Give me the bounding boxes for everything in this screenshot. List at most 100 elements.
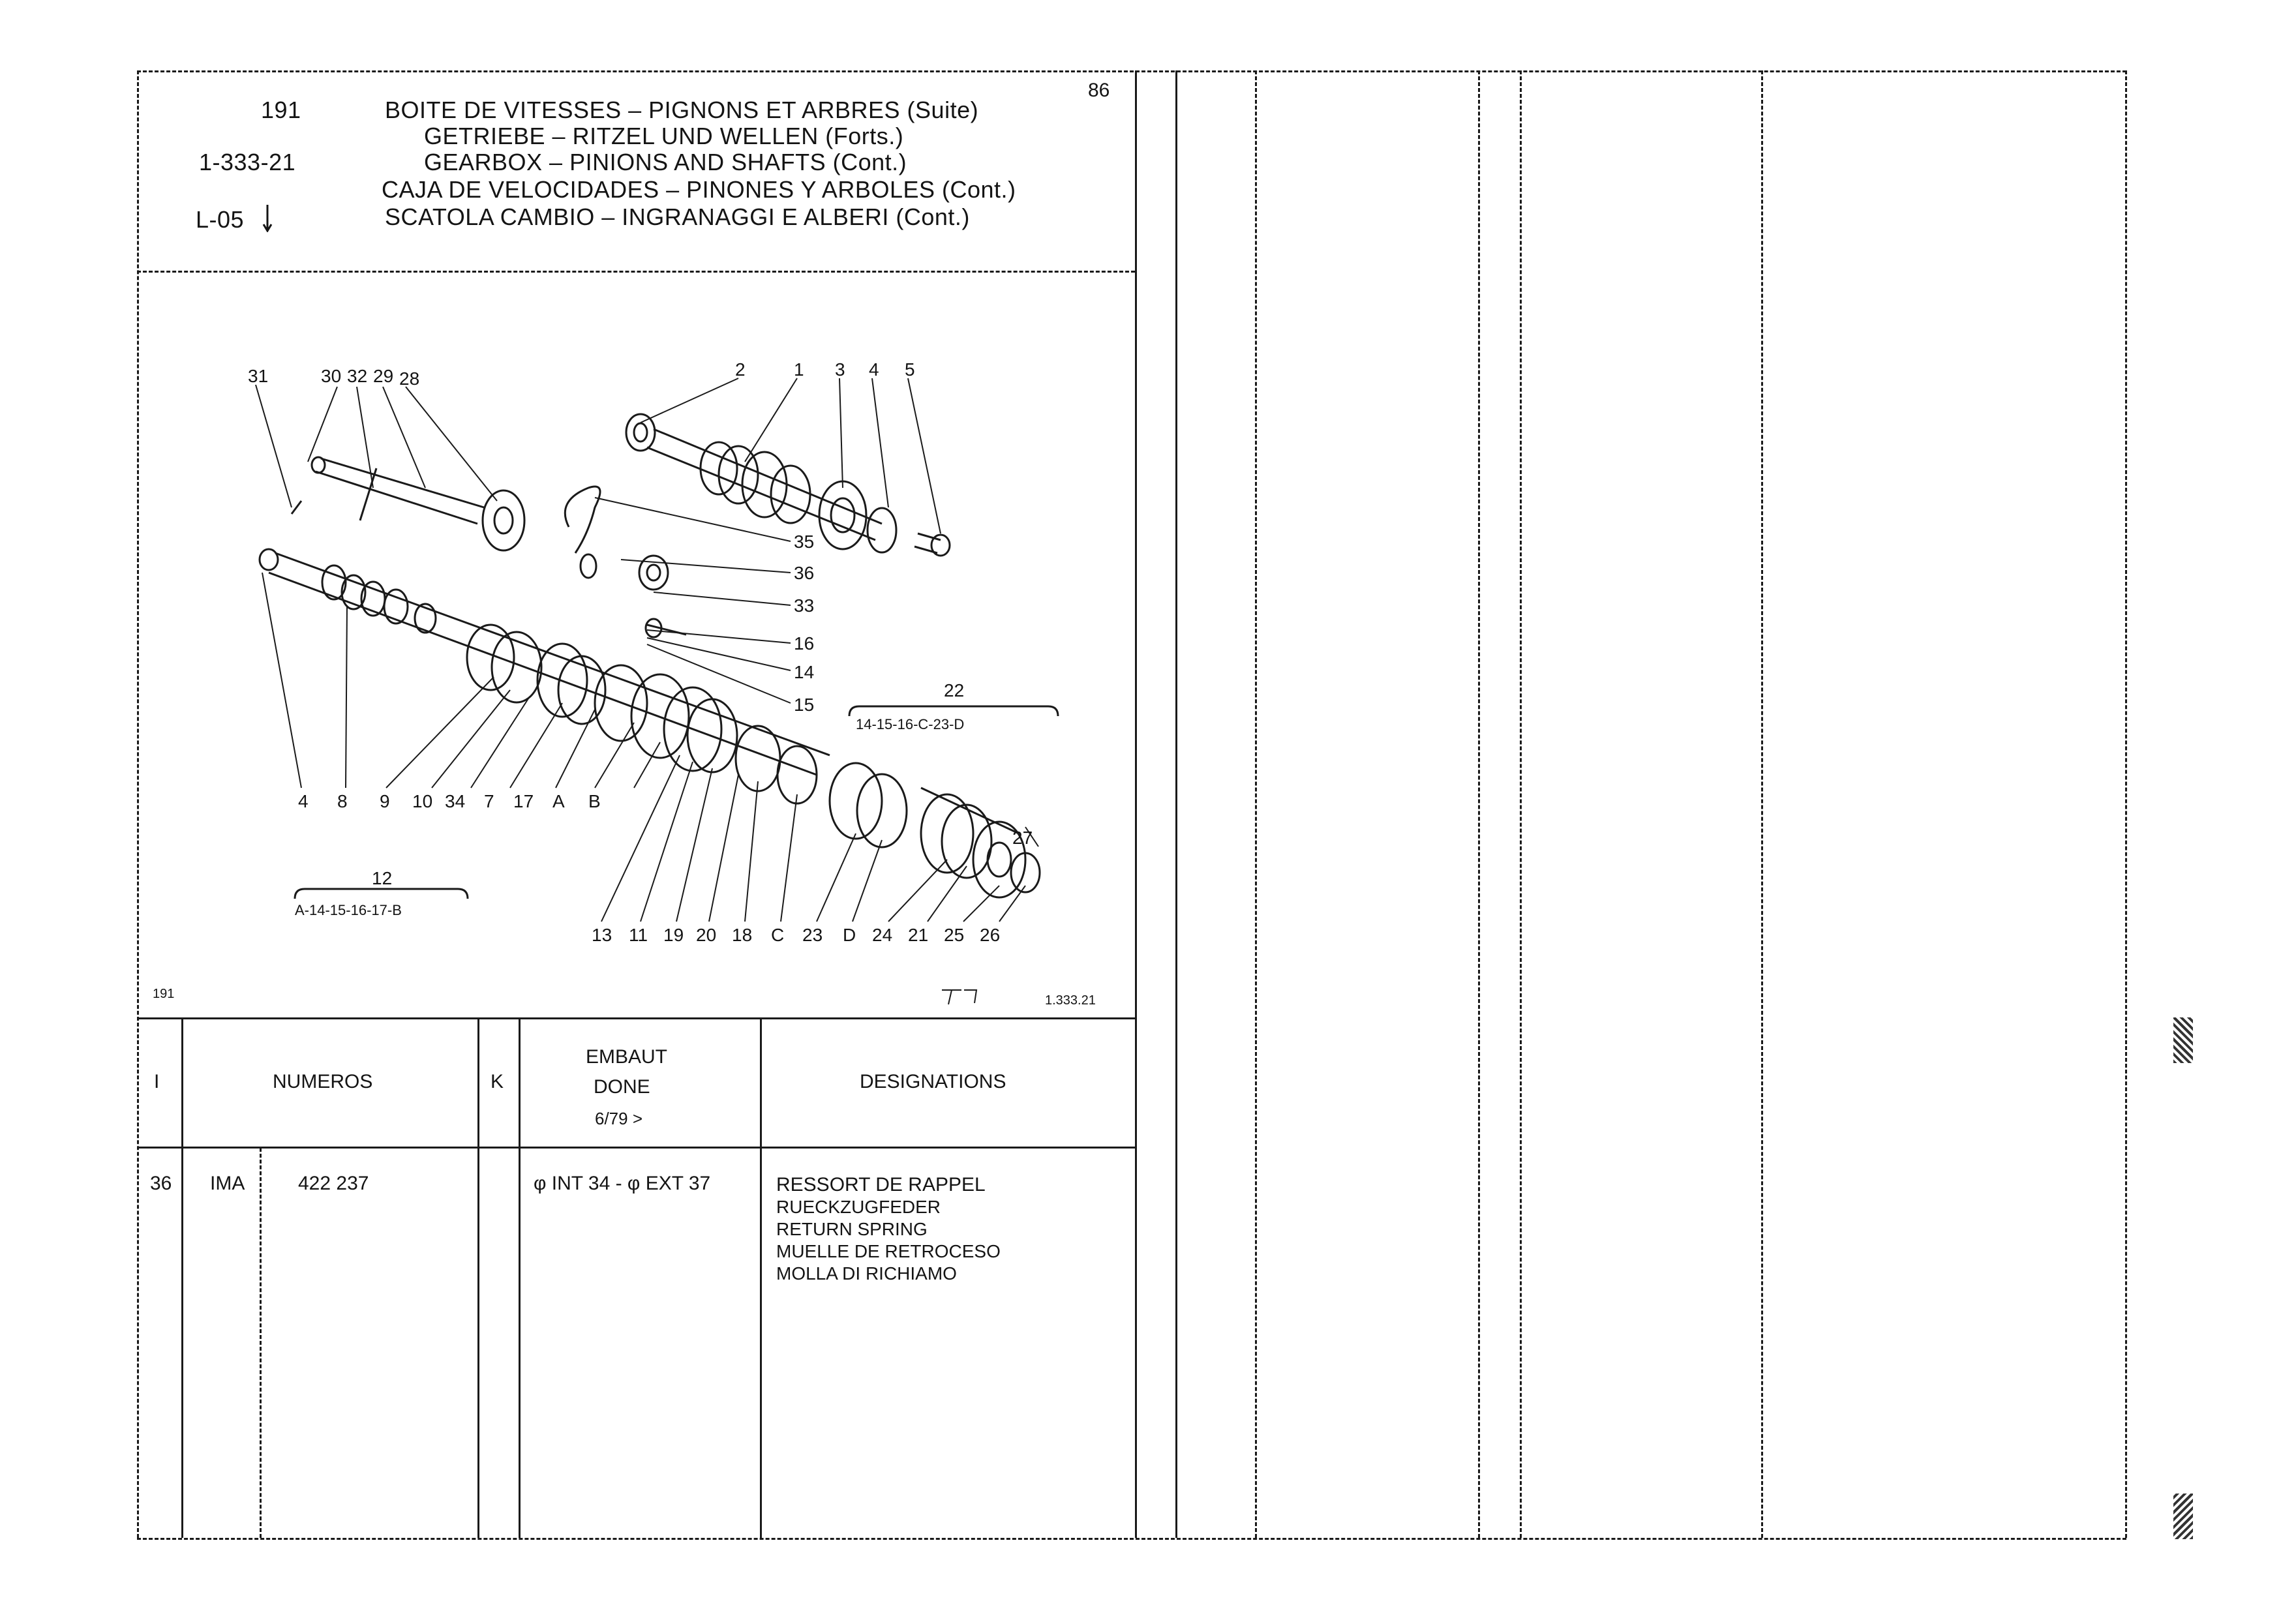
frame-top [137,70,2126,72]
model-code: L-05 [196,206,245,233]
label-bl-34: 34 [445,791,465,811]
group-12-bracket [294,888,469,899]
reverse-shaft [290,456,526,552]
diagram-footer-ref: 1.333.21 [1045,993,1096,1008]
frame-right [2125,70,2127,1538]
label-4: 4 [869,359,879,380]
scan-mark-icon [2173,1494,2193,1539]
label-32: 32 [347,366,367,386]
title-spanish: CAJA DE VELOCIDADES – PINONES Y ARBOLES … [382,176,1016,203]
col-header-k: K [491,1071,504,1092]
title-german: GETRIEBE – RITZEL UND WELLEN (Forts.) [424,123,904,149]
title-italian: SCATOLA CAMBIO – INGRANAGGI E ALBERI (Co… [385,203,970,230]
label-bl-17: 17 [513,791,534,811]
label-bl-9: 9 [380,791,390,811]
label-35: 35 [794,532,814,552]
label-br-13: 13 [592,925,612,945]
designation-english: RETURN SPRING [776,1219,928,1239]
label-14: 14 [794,662,814,682]
table-col-line [519,1017,521,1538]
group-22-members: 14-15-16-C-23-D [856,716,964,732]
label-br-19: 19 [663,925,684,945]
designation-italian: MOLLA DI RICHIAMO [776,1263,957,1284]
title-english: GEARBOX – PINIONS AND SHAFTS (Cont.) [424,149,907,175]
column-divider [1520,70,1522,1538]
group-22-number: 22 [944,680,964,700]
upper-shaft [625,413,951,557]
label-br-26: 26 [980,925,1000,945]
diagram-separator [137,1017,1135,1019]
label-bl-7: 7 [484,791,494,811]
label-16: 16 [794,633,814,653]
column-divider [1175,70,1177,1538]
row-spec: φ INT 34 - φ EXT 37 [534,1173,711,1194]
designation-german: RUECKZUGFEDER [776,1197,941,1217]
row-designations: RESSORT DE RAPPEL RUECKZUGFEDER RETURN S… [776,1174,1001,1285]
table-header-separator [137,1147,1135,1149]
label-br-21: 21 [908,925,928,945]
row-part-number: 422 237 [298,1173,369,1194]
label-bl-4: 4 [298,791,309,811]
arrow-down-icon [261,203,274,233]
table-col-line [760,1017,762,1538]
label-br-D: D [843,925,856,945]
reference-number: 1-333-21 [199,149,296,175]
col-header-emb-3: 6/79 > [595,1109,643,1128]
label-27: 27 [1012,828,1033,848]
fiche-mark-icon [942,989,978,1005]
table-row: 36 IMA 422 237 φ INT 34 - φ EXT 37 RESSO… [138,1149,1134,1284]
leader-lines [255,378,1039,922]
group-number: 191 [261,97,301,123]
shift-fork [564,485,687,638]
designation-french: RESSORT DE RAPPEL [776,1174,986,1195]
label-30: 30 [321,366,341,386]
label-br-20: 20 [696,925,716,945]
label-33: 33 [794,595,814,616]
group-12-members: A-14-15-16-17-B [295,902,402,918]
col-header-index: I [154,1071,160,1092]
label-bl-8: 8 [337,791,348,811]
col-header-designations: DESIGNATIONS [860,1071,1006,1092]
label-br-23: 23 [802,925,823,945]
exploded-gearbox-diagram: 31 30 32 29 28 2 1 3 4 5 35 36 33 16 14 … [153,359,1096,1008]
table-col-line [477,1017,479,1538]
label-2: 2 [735,359,746,380]
group-22-bracket [848,705,1059,717]
label-bl-A: A [552,791,565,811]
col-header-emb-1: EMBAUT [586,1046,668,1068]
column-divider [1478,70,1480,1538]
col-header-numeros: NUMEROS [273,1071,373,1092]
label-bl-B: B [588,791,601,811]
label-br-11: 11 [629,925,648,945]
header-separator [137,271,1135,273]
col-header-emb-2: DONE [594,1076,650,1098]
diagram-footer-group: 191 [153,987,174,1001]
column-divider [1761,70,1763,1538]
label-bl-10: 10 [412,791,432,811]
scan-mark-icon [2173,1017,2193,1063]
label-1: 1 [794,359,804,380]
designation-spanish: MUELLE DE RETROCESO [776,1241,1001,1261]
label-br-18: 18 [732,925,752,945]
label-29: 29 [373,366,393,386]
label-3: 3 [835,359,845,380]
label-5: 5 [905,359,915,380]
group-12-number: 12 [372,868,392,888]
label-br-25: 25 [944,925,964,945]
column-divider [1255,70,1257,1538]
label-br-C: C [771,925,784,945]
page-number: 86 [1088,80,1110,101]
frame-bottom [137,1538,2126,1540]
main-shaft [258,548,1041,899]
title-french: BOITE DE VITESSES – PIGNONS ET ARBRES (S… [385,97,979,123]
row-prefix: IMA [210,1173,245,1194]
table-col-line [260,1148,262,1538]
label-28: 28 [399,368,419,389]
column-divider [1135,70,1137,1538]
table-col-line [181,1017,183,1538]
label-31: 31 [248,366,268,386]
label-15: 15 [794,695,814,715]
frame-left [137,70,139,1538]
label-br-24: 24 [872,925,892,945]
row-index: 36 [150,1173,172,1194]
